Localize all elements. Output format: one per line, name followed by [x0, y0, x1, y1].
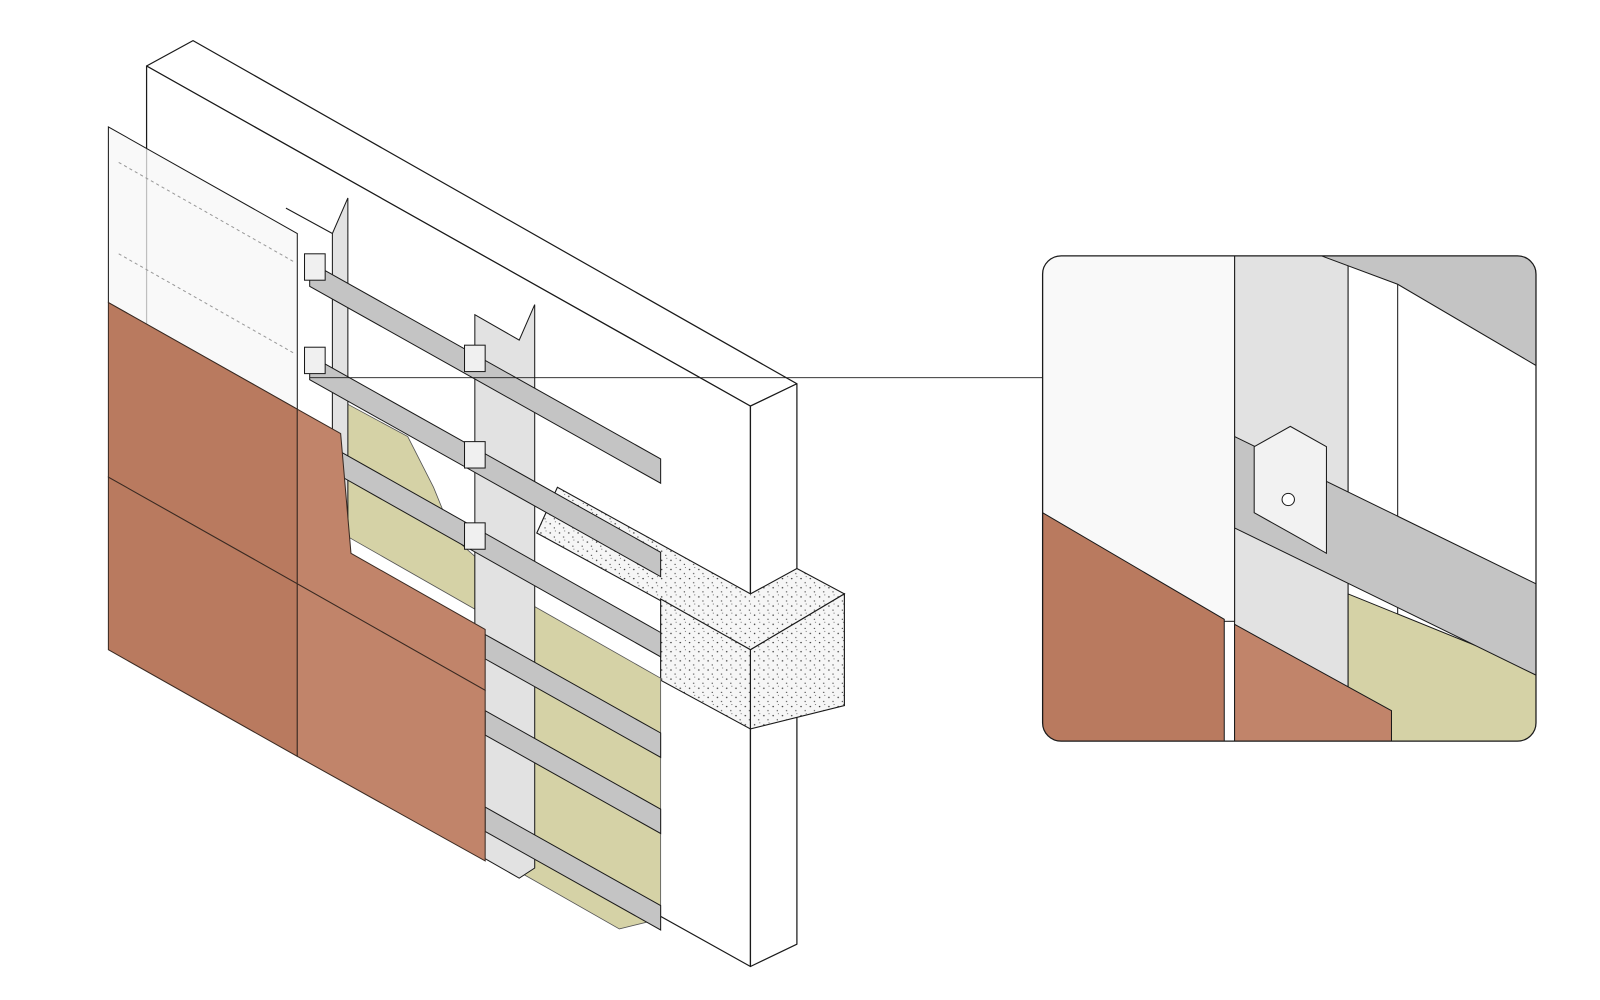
inset-copper-panel	[1234, 623, 1392, 742]
copper-panels	[107, 301, 486, 862]
inset-rail-top	[1321, 255, 1536, 367]
inset-clip	[1253, 425, 1327, 555]
inset-bolt-hole	[1281, 492, 1295, 507]
detail-inset	[1041, 255, 1537, 742]
rail-clips	[304, 253, 486, 550]
copper-panel	[296, 582, 486, 862]
clip	[304, 253, 326, 281]
clip	[464, 522, 486, 550]
clip	[304, 346, 326, 375]
inset-frame	[1041, 255, 1537, 742]
clip	[464, 441, 486, 469]
clip	[464, 344, 486, 373]
inset-copper-panel	[1042, 511, 1225, 742]
slab-side-face	[749, 592, 845, 730]
